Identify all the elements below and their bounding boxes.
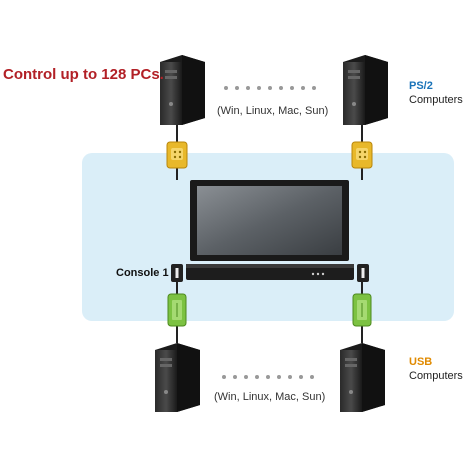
usb-connector-icon <box>352 293 372 327</box>
pc-tower-icon <box>160 55 205 125</box>
console-port-icon <box>357 264 369 282</box>
more-computers-dots <box>224 86 316 90</box>
ps2-group-subtitle: Computers <box>409 94 463 106</box>
usb-cable <box>176 282 363 343</box>
os-list-bottom: (Win, Linux, Mac, Sun) <box>214 391 326 403</box>
more-computers-dots <box>222 375 314 379</box>
ps2-connector-icon <box>166 141 188 169</box>
console-port-icon <box>171 264 183 282</box>
usb-group-subtitle: Computers <box>409 370 463 382</box>
os-list-top: (Win, Linux, Mac, Sun) <box>217 105 329 117</box>
ps2-cable <box>176 125 363 180</box>
kvm-switch-icon <box>186 264 354 280</box>
pc-tower-icon <box>340 343 385 412</box>
ps2-group-title: PS/2 <box>409 80 433 92</box>
pc-tower-icon <box>343 55 388 125</box>
monitor-icon <box>190 180 349 261</box>
ps2-connector-icon <box>351 141 373 169</box>
console-label: Console 1 <box>116 267 169 279</box>
usb-group-title: USB <box>409 356 433 368</box>
headline: Control up to 128 PCs. <box>3 66 164 83</box>
usb-connector-icon <box>167 293 187 327</box>
pc-tower-icon <box>155 343 200 412</box>
